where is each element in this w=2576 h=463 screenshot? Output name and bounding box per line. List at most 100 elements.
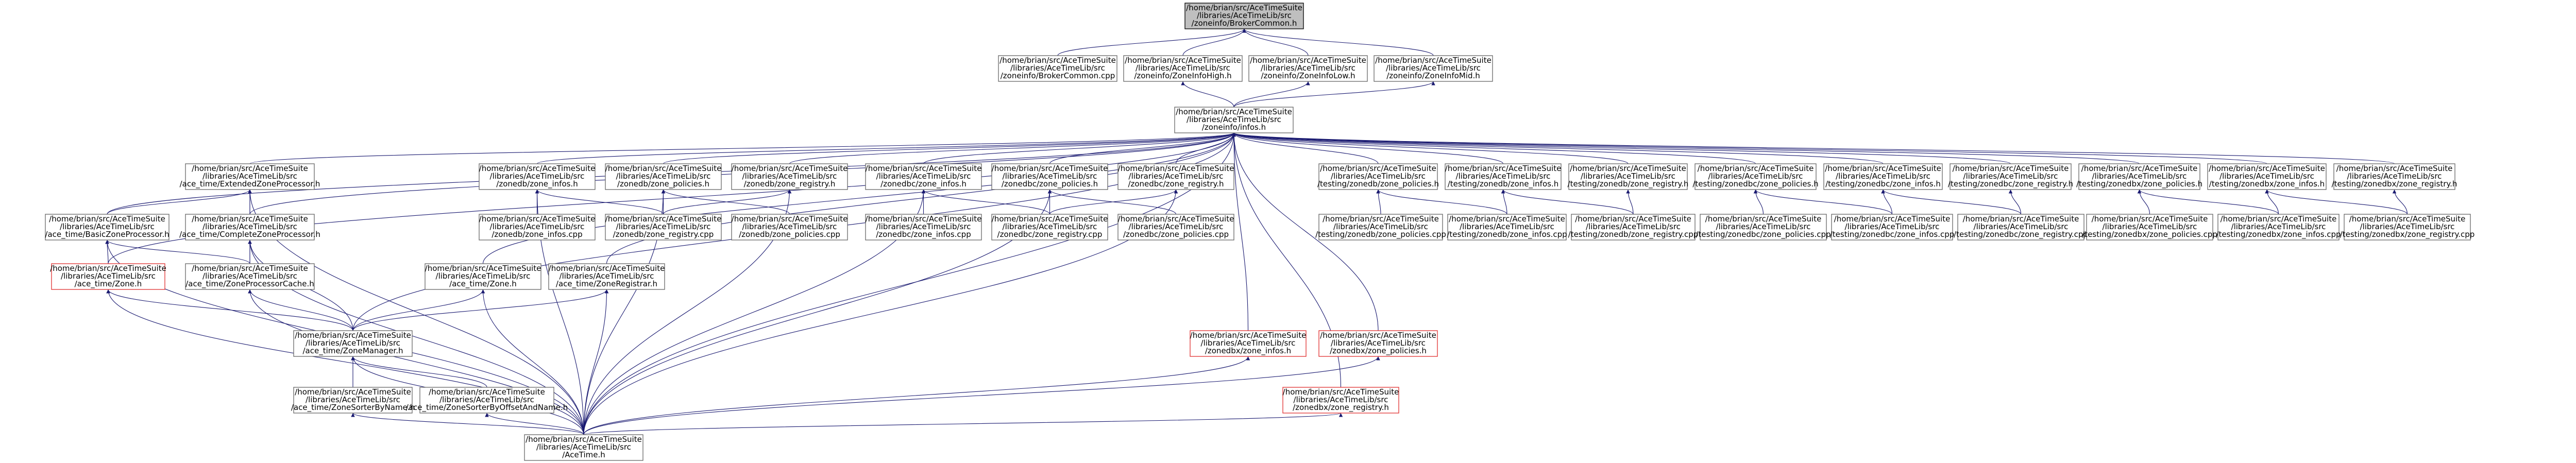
file-node-path-line: /home/brian/src/AceTimeSuite — [429, 387, 545, 397]
file-node[interactable]: /home/brian/src/AceTimeSuite/libraries/A… — [1696, 214, 1831, 241]
file-node[interactable]: /home/brian/src/AceTimeSuite/libraries/A… — [731, 163, 848, 190]
file-node[interactable]: /home/brian/src/AceTimeSuite/libraries/A… — [1123, 55, 1243, 82]
file-node[interactable]: /home/brian/src/AceTimeSuite/libraries/A… — [291, 387, 415, 414]
file-node-path-line: /testing/zonedbc/zone_registry.cpp — [1954, 230, 2088, 239]
file-node[interactable]: /home/brian/src/AceTimeSuite/libraries/A… — [179, 214, 320, 241]
file-node-path-line: /libraries/AceTimeLib/src — [306, 338, 400, 348]
include-edge — [1881, 189, 2022, 215]
include-edge — [2265, 189, 2408, 215]
file-node[interactable]: /home/brian/src/AceTimeSuite/libraries/A… — [50, 263, 166, 290]
file-node[interactable]: /home/brian/src/AceTimeSuite/libraries/A… — [998, 55, 1117, 82]
file-node[interactable]: /home/brian/src/AceTimeSuite/libraries/A… — [1830, 214, 1955, 241]
file-node[interactable]: /home/brian/src/AceTimeSuite/libraries/A… — [1447, 214, 1567, 241]
file-node[interactable]: /home/brian/src/AceTimeSuite/libraries/A… — [1954, 214, 2088, 241]
file-node[interactable]: /home/brian/src/AceTimeSuite/libraries/A… — [1190, 330, 1307, 357]
file-node-path-line: /home/brian/src/AceTimeSuite — [479, 164, 596, 173]
file-node-path-line: /home/brian/src/AceTimeSuite — [1190, 331, 1307, 340]
include-edge — [583, 356, 1250, 435]
file-node-path-line: /libraries/AceTimeLib/src — [616, 222, 711, 231]
file-node[interactable]: /home/brian/src/AceTimeSuite/libraries/A… — [45, 214, 170, 241]
file-node[interactable]: /home/brian/src/AceTimeSuite/libraries/A… — [2207, 163, 2327, 190]
file-node-path-line: /libraries/AceTimeLib/src — [1331, 338, 1426, 348]
file-node-path-line: /home/brian/src/AceTimeSuite — [192, 164, 308, 173]
include-edge — [1181, 81, 1234, 108]
file-node[interactable]: /home/brian/src/AceTimeSuite/libraries/A… — [524, 434, 643, 461]
file-node-box — [2217, 214, 2340, 241]
file-node[interactable]: /home/brian/src/AceTimeSuite/libraries/A… — [293, 330, 413, 357]
file-node[interactable]: /home/brian/src/AceTimeSuite/libraries/A… — [1692, 163, 1819, 190]
file-node-path-line: /home/brian/src/AceTimeSuite — [2092, 214, 2208, 224]
file-node-path-line: /home/brian/src/AceTimeSuite — [479, 214, 596, 224]
file-node-box — [1957, 214, 2084, 241]
file-node[interactable]: /home/brian/src/AceTimeSuite/libraries/A… — [185, 263, 315, 290]
file-node-path-line: /home/brian/src/AceTimeSuite — [192, 264, 308, 273]
include-edge — [923, 132, 1236, 164]
file-node-box — [1117, 163, 1234, 190]
include-edge — [352, 289, 485, 331]
include-edge — [1233, 81, 1435, 108]
include-edge — [1049, 189, 1178, 215]
file-node-path-line: /libraries/AceTimeLib/src — [1197, 11, 1292, 20]
file-node-path-line: /ace_time/Zone.h — [449, 279, 517, 289]
file-node-path-line: /home/brian/src/AceTimeSuite — [295, 331, 411, 340]
file-node-path-line: /libraries/AceTimeLib/src — [876, 172, 971, 181]
file-node[interactable]: /home/brian/src/AceTimeSuite/libraries/A… — [1948, 163, 2073, 190]
file-node[interactable]: /home/brian/src/AceTimeSuite/libraries/A… — [1568, 163, 1689, 190]
file-node[interactable]: /home/brian/src/AceTimeSuite/libraries/A… — [1282, 387, 1399, 414]
file-node[interactable]: /home/brian/src/AceTimeSuite/libraries/A… — [1184, 3, 1304, 29]
file-node-path-line: /libraries/AceTimeLib/src — [1581, 172, 1675, 181]
file-node[interactable]: /home/brian/src/AceTimeSuite/libraries/A… — [865, 163, 982, 190]
file-node[interactable]: /home/brian/src/AceTimeSuite/libraries/A… — [2082, 214, 2217, 241]
file-node-path-line: /home/brian/src/AceTimeSuite — [1283, 387, 1399, 397]
file-node-path-line: /ace_time/ZoneSorterByOffsetAndName.h — [406, 403, 568, 413]
file-node[interactable]: /home/brian/src/AceTimeSuite/libraries/A… — [991, 214, 1108, 241]
file-node[interactable]: /home/brian/src/AceTimeSuite/libraries/A… — [2076, 163, 2202, 190]
file-node[interactable]: /home/brian/src/AceTimeSuite/libraries/A… — [1445, 163, 1562, 190]
file-node[interactable]: /home/brian/src/AceTimeSuite/libraries/A… — [865, 214, 982, 241]
file-node[interactable]: /home/brian/src/AceTimeSuite/libraries/A… — [1318, 330, 1438, 357]
file-node-path-line: /home/brian/src/AceTimeSuite — [992, 214, 1108, 224]
file-node[interactable]: /home/brian/src/AceTimeSuite/libraries/A… — [991, 163, 1108, 190]
file-node-path-line: /home/brian/src/AceTimeSuite — [425, 264, 541, 273]
file-node[interactable]: /home/brian/src/AceTimeSuite/libraries/A… — [1568, 214, 1699, 241]
file-node-path-line: /zonedbx/zone_infos.h — [1205, 346, 1291, 356]
file-node-path-line: /zoneinfo/ZoneInfoLow.h — [1261, 71, 1355, 80]
file-node-path-line: /zoneinfo/infos.h — [1202, 123, 1266, 132]
file-node-path-line: /home/brian/src/AceTimeSuite — [2349, 214, 2466, 224]
file-node[interactable]: /home/brian/src/AceTimeSuite/libraries/A… — [1823, 163, 1943, 190]
file-node[interactable]: /home/brian/src/AceTimeSuite/libraries/A… — [1315, 214, 1446, 241]
file-node[interactable]: /home/brian/src/AceTimeSuite/libraries/A… — [1117, 163, 1234, 190]
file-node[interactable]: /home/brian/src/AceTimeSuite/libraries/A… — [605, 163, 722, 190]
file-node-box — [185, 214, 315, 241]
file-node[interactable]: /home/brian/src/AceTimeSuite/libraries/A… — [548, 263, 665, 290]
file-node-box — [865, 163, 982, 190]
file-node-path-line: /zonedb/zone_registry.cpp — [613, 230, 714, 239]
file-node-path-line: /libraries/AceTimeLib/src — [1586, 222, 1681, 231]
file-node[interactable]: /home/brian/src/AceTimeSuite/libraries/A… — [1317, 163, 1439, 190]
file-node[interactable]: /home/brian/src/AceTimeSuite/libraries/A… — [1174, 107, 1294, 133]
file-node-box — [1318, 163, 1438, 190]
file-node-path-line: /libraries/AceTimeLib/src — [2219, 172, 2314, 181]
file-node[interactable]: /home/brian/src/AceTimeSuite/libraries/A… — [731, 214, 848, 241]
file-node-path-line: /zoneinfo/BrokerCommon.cpp — [1001, 71, 1115, 80]
file-node[interactable]: /home/brian/src/AceTimeSuite/libraries/A… — [2216, 214, 2341, 241]
include-edge — [583, 289, 609, 435]
file-node-path-line: /libraries/AceTimeLib/src — [876, 222, 971, 231]
file-node-path-line: /testing/zonedb/zone_policies.h — [1317, 179, 1439, 189]
file-node[interactable]: /home/brian/src/AceTimeSuite/libraries/A… — [2340, 214, 2475, 241]
file-node[interactable]: /home/brian/src/AceTimeSuite/libraries/A… — [1248, 55, 1368, 82]
file-node[interactable]: /home/brian/src/AceTimeSuite/libraries/A… — [479, 163, 596, 190]
file-node[interactable]: /home/brian/src/AceTimeSuite/libraries/A… — [406, 387, 568, 414]
file-node[interactable]: /home/brian/src/AceTimeSuite/libraries/A… — [479, 214, 596, 241]
include-edge — [1242, 28, 1434, 56]
file-node[interactable]: /home/brian/src/AceTimeSuite/libraries/A… — [1374, 55, 1493, 82]
file-node[interactable]: /home/brian/src/AceTimeSuite/libraries/A… — [2332, 163, 2458, 190]
file-node-path-line: /home/brian/src/AceTimeSuite — [49, 214, 165, 224]
file-node[interactable]: /home/brian/src/AceTimeSuite/libraries/A… — [425, 263, 541, 290]
file-node-path-line: /home/brian/src/AceTimeSuite — [605, 214, 722, 224]
file-node[interactable]: /home/brian/src/AceTimeSuite/libraries/A… — [605, 214, 722, 241]
file-node[interactable]: /home/brian/src/AceTimeSuite/libraries/A… — [180, 163, 320, 190]
file-node-box — [1823, 163, 1943, 190]
file-node[interactable]: /home/brian/src/AceTimeSuite/libraries/A… — [1117, 214, 1234, 241]
